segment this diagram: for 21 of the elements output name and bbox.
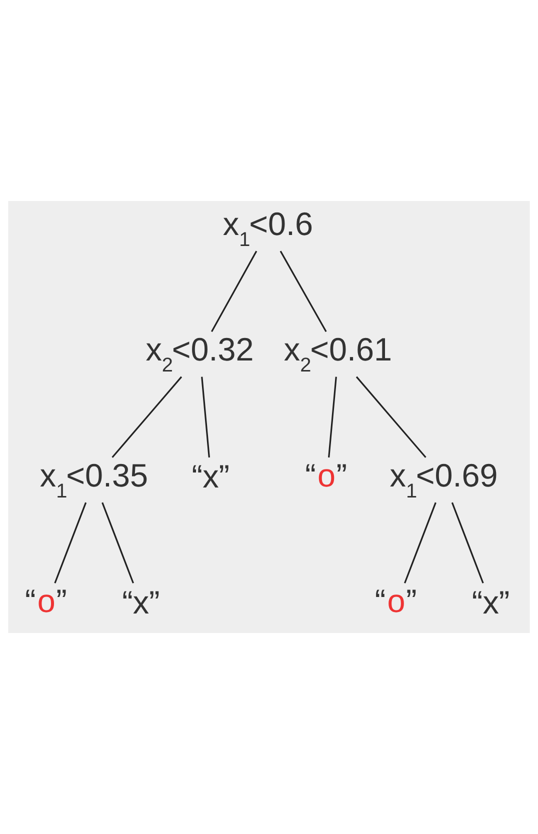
connector bbox=[112, 376, 182, 458]
node-text: “o” bbox=[305, 457, 348, 494]
connector bbox=[280, 250, 327, 332]
node-text: x$_{1}$<0.69 bbox=[390, 457, 498, 502]
node-text: “o” bbox=[374, 583, 417, 620]
connector bbox=[328, 376, 337, 458]
connector bbox=[201, 376, 210, 458]
connector bbox=[210, 250, 258, 332]
node-text: “o” bbox=[24, 583, 67, 620]
connector bbox=[451, 502, 484, 584]
connector bbox=[356, 376, 426, 458]
connector bbox=[102, 502, 134, 584]
connector bbox=[54, 502, 87, 584]
connector bbox=[404, 502, 436, 584]
node-text: x$_{1}$<0.35 bbox=[40, 457, 148, 502]
node-text: “x” bbox=[192, 458, 230, 495]
node-text: x$_{1}$<0.6 bbox=[222, 206, 313, 251]
node-text: x$_{2}$<0.32 bbox=[146, 332, 254, 377]
node-text: “x” bbox=[122, 584, 160, 620]
node-text: “x” bbox=[472, 584, 510, 620]
node-text: x$_{2}$<0.61 bbox=[284, 332, 392, 377]
